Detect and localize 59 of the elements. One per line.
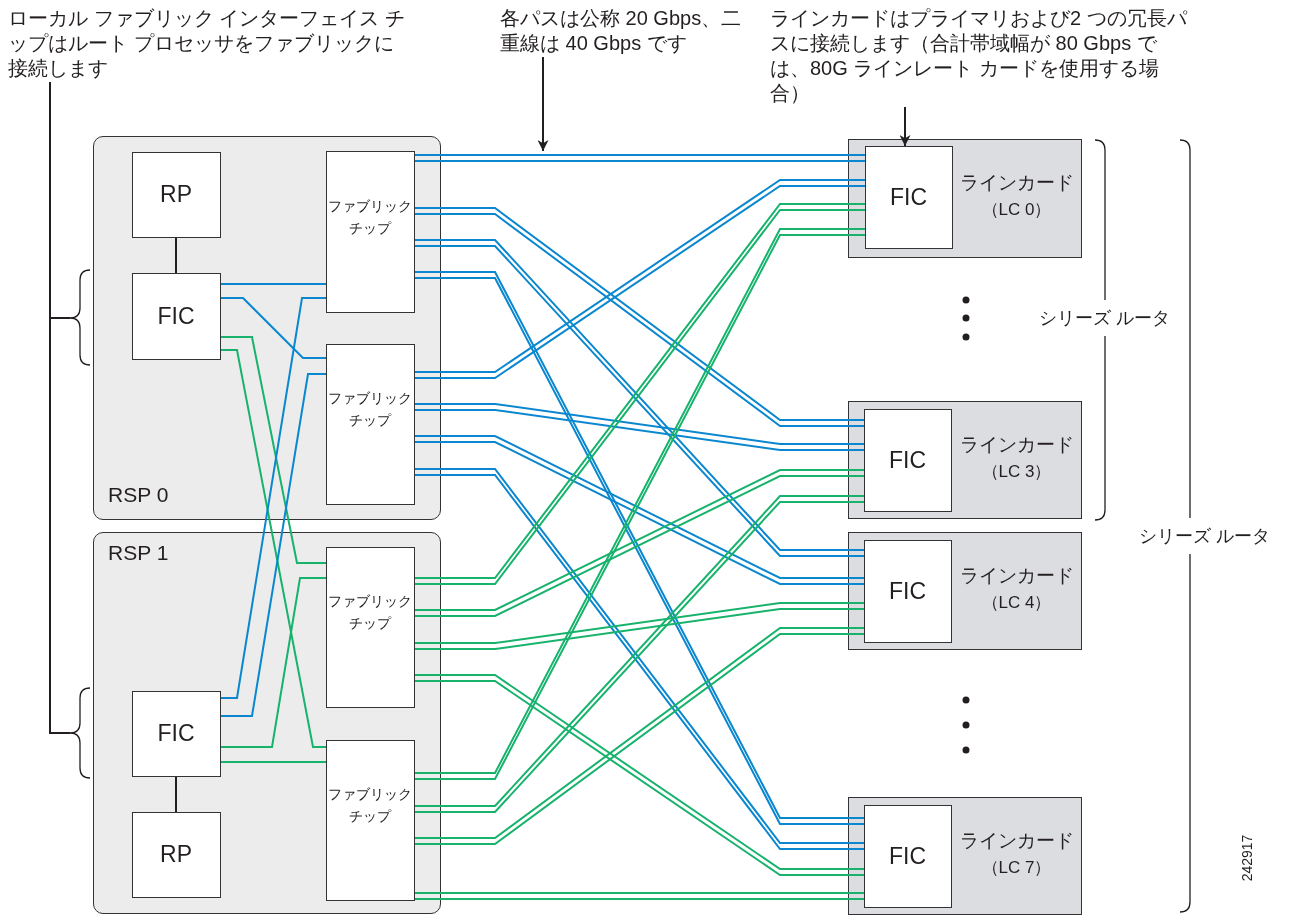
link-line xyxy=(220,577,327,748)
card-label: ラインカード xyxy=(958,564,1075,588)
router-group-label: シリーズ ルータ xyxy=(1038,307,1172,330)
figure-number: 242917 xyxy=(1238,833,1256,884)
fabric-chip-box: ファブリックチップ xyxy=(325,150,415,313)
line-card-box xyxy=(848,797,1082,915)
fabric-chip-box: ファブリックチップ xyxy=(325,343,415,505)
card-label: ラインカード xyxy=(958,433,1075,457)
double-line xyxy=(414,892,865,900)
link-line xyxy=(220,297,327,699)
panel-title: RSP 0 xyxy=(108,483,169,507)
link-line xyxy=(220,761,327,763)
rp-box: RP xyxy=(131,151,221,238)
card-label: （LC 3） xyxy=(980,461,1053,483)
arrow xyxy=(899,106,911,147)
fic-box: FIC xyxy=(863,804,952,908)
fic-box: FIC xyxy=(131,690,221,777)
line-card-box xyxy=(848,139,1082,258)
panel-title: RSP 1 xyxy=(108,541,169,565)
fic-box: FIC xyxy=(131,272,221,360)
card-label: ラインカード xyxy=(958,829,1075,853)
rsp-panel xyxy=(93,532,441,914)
arrow xyxy=(537,56,549,152)
annotation-text: ラインカードはプライマリおよび2 つの冗長パスに接続します（合計帯域幅が 80 Gbps では、80G ラインレート カードを使用する場合） xyxy=(770,6,1190,106)
annotation-text: ローカル ファブリック インターフェイス チップはルート プロセッサをファブリックに接続します xyxy=(8,6,408,81)
line-card-box xyxy=(848,401,1082,519)
card-label: ラインカード xyxy=(958,171,1075,195)
connector-line xyxy=(175,237,177,274)
leader-line xyxy=(49,81,71,734)
connector-line xyxy=(175,776,177,813)
rp-box: RP xyxy=(131,811,221,898)
link-line xyxy=(220,336,327,564)
double-line xyxy=(414,495,865,813)
double-line xyxy=(414,203,866,585)
link-line xyxy=(220,283,327,285)
double-line xyxy=(414,627,865,845)
fic-box: FIC xyxy=(863,408,952,512)
double-line xyxy=(414,403,865,451)
rsp-panel xyxy=(93,136,441,520)
card-label: （LC 0） xyxy=(980,199,1053,221)
double-line xyxy=(414,469,865,617)
card-label: （LC 4） xyxy=(980,592,1053,614)
fic-box: FIC xyxy=(864,145,953,249)
double-line xyxy=(414,179,866,379)
link-line xyxy=(220,297,327,359)
double-line xyxy=(414,468,865,850)
double-line xyxy=(414,602,865,650)
double-line xyxy=(414,154,866,162)
router-group-label: シリーズ ルータ xyxy=(1138,525,1272,548)
fic-box: FIC xyxy=(863,539,952,643)
card-label: （LC 7） xyxy=(980,857,1053,879)
double-line xyxy=(414,239,865,557)
fabric-chip-box: ファブリックチップ xyxy=(325,546,415,708)
double-line xyxy=(414,435,865,585)
line-card-box xyxy=(848,532,1082,650)
annotation-text: 各パスは公称 20 Gbps、二重線は 40 Gbps です xyxy=(500,6,750,56)
fabric-chip-box: ファブリックチップ xyxy=(325,739,415,901)
double-line xyxy=(414,674,865,876)
double-line xyxy=(414,207,865,427)
